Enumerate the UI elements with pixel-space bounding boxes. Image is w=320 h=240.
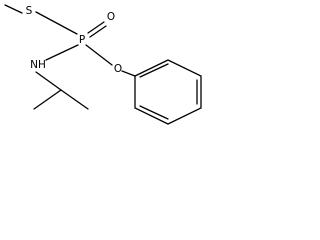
phenyl-ring — [134, 59, 202, 125]
bond-sulfur-phosphorus — [35, 11, 78, 35]
phenyl-double-bond-bottom — [139, 105, 169, 120]
atom-label-nitrogen: NH — [30, 59, 46, 71]
atom-label-phosphorus: P — [79, 34, 85, 46]
atom-label-oxygen-double: O — [107, 11, 115, 23]
bond-phosphorus-nitrogen — [45, 44, 79, 61]
bond-phosphorus-oxygen-double-a — [87, 21, 105, 34]
bond-oxygen-phenyl — [121, 70, 136, 77]
bond-nitrogen-isopropyl — [35, 71, 62, 91]
phenyl-double-bond-top — [139, 63, 169, 78]
bond-isopropyl-methyl-left — [33, 89, 62, 110]
chemical-structure-diagram: S P O O NH — [4, 4, 202, 125]
bond-isopropyl-methyl-right — [60, 89, 89, 110]
bond-phosphorus-oxygen-ester — [85, 44, 113, 66]
atom-label-sulfur: S — [26, 5, 33, 17]
atom-label-oxygen-ester: O — [114, 63, 122, 75]
bond-methyl-sulfur — [4, 4, 23, 14]
bond-phosphorus-oxygen-double-b — [89, 25, 107, 38]
